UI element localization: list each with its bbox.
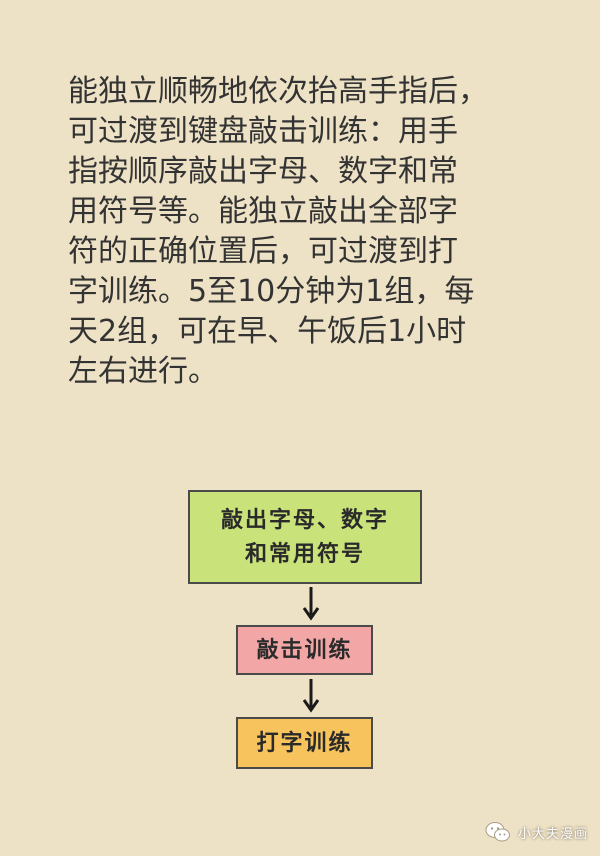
paragraph-line: 能独立顺畅地依次抬高手指后， [68, 74, 488, 109]
flow-step-label: 打字训练 [256, 730, 353, 756]
paragraph-line: 用符号等。能独立敲出全部字 [68, 194, 458, 229]
wechat-icon [485, 822, 510, 842]
paragraph-line: 可过渡到键盘敲击训练：用手 [68, 114, 458, 149]
flow-step-type-characters: 敲出字母、数字 和常用符号 [188, 490, 422, 584]
paragraph-line: 符的正确位置后，可过渡到打 [68, 234, 458, 269]
down-arrow-icon [302, 587, 320, 621]
flow-step-label: 和常用符号 [244, 541, 365, 567]
paragraph-line: 指按顺序敲出字母、数字和常 [68, 154, 458, 189]
watermark: 小大夫漫画 [484, 818, 588, 846]
flow-step-typing-training: 打字训练 [236, 717, 373, 769]
watermark-text: 小大夫漫画 [517, 826, 588, 842]
flow-step-keystroke-training: 敲击训练 [236, 625, 373, 675]
flow-step-label: 敲出字母、数字 [220, 507, 389, 533]
body-paragraph: 能独立顺畅地依次抬高手指后， 可过渡到键盘敲击训练：用手 指按顺序敲出字母、数字… [68, 72, 568, 392]
flow-step-label: 敲击训练 [256, 637, 353, 663]
down-arrow-icon [302, 679, 320, 713]
paragraph-line: 字训练。5至10分钟为1组，每 [68, 274, 475, 309]
paragraph-line: 左右进行。 [68, 354, 218, 389]
paragraph-line: 天2组，可在早、午饭后1小时 [68, 314, 467, 349]
